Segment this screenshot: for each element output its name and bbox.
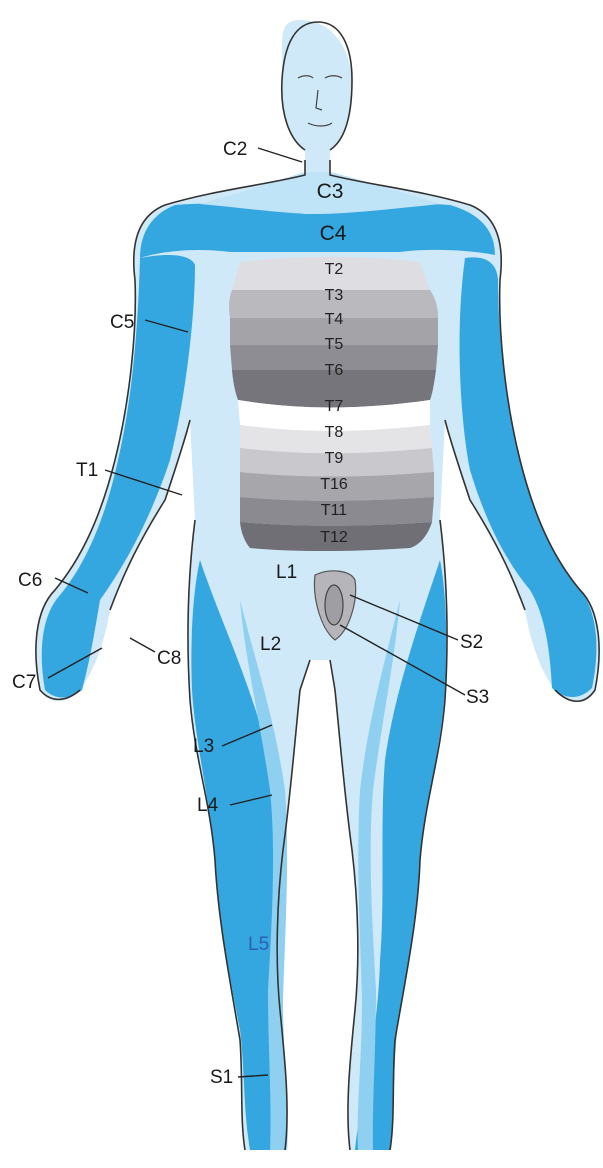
label-l5: L5	[248, 934, 269, 955]
label-l2: L2	[260, 634, 281, 655]
label-l3: L3	[193, 736, 214, 757]
label-t7: T7	[325, 398, 344, 415]
label-c3: C3	[317, 180, 344, 203]
label-t12: T12	[320, 529, 348, 546]
label-t4: T4	[325, 311, 344, 328]
label-t2: T2	[325, 261, 344, 278]
label-c2: C2	[223, 139, 247, 160]
label-t6: T6	[325, 362, 344, 379]
label-t11: T11	[321, 502, 347, 519]
label-l1: L1	[276, 562, 297, 583]
label-c5: C5	[110, 312, 134, 333]
label-t1: T1	[76, 460, 98, 481]
label-t3: T3	[325, 287, 344, 304]
label-c6: C6	[18, 570, 42, 591]
label-c8: C8	[157, 648, 181, 669]
label-t5: T5	[325, 336, 344, 353]
label-c4: C4	[320, 222, 347, 245]
label-s1: S1	[210, 1067, 233, 1088]
label-c7: C7	[12, 672, 36, 693]
label-t10: T16	[320, 476, 348, 493]
label-t8: T8	[325, 424, 344, 441]
label-l4: L4	[197, 795, 219, 816]
label-t9: T9	[325, 450, 344, 467]
label-s3: S3	[466, 687, 489, 708]
genital-inner	[325, 585, 343, 625]
label-s2: S2	[460, 632, 483, 653]
